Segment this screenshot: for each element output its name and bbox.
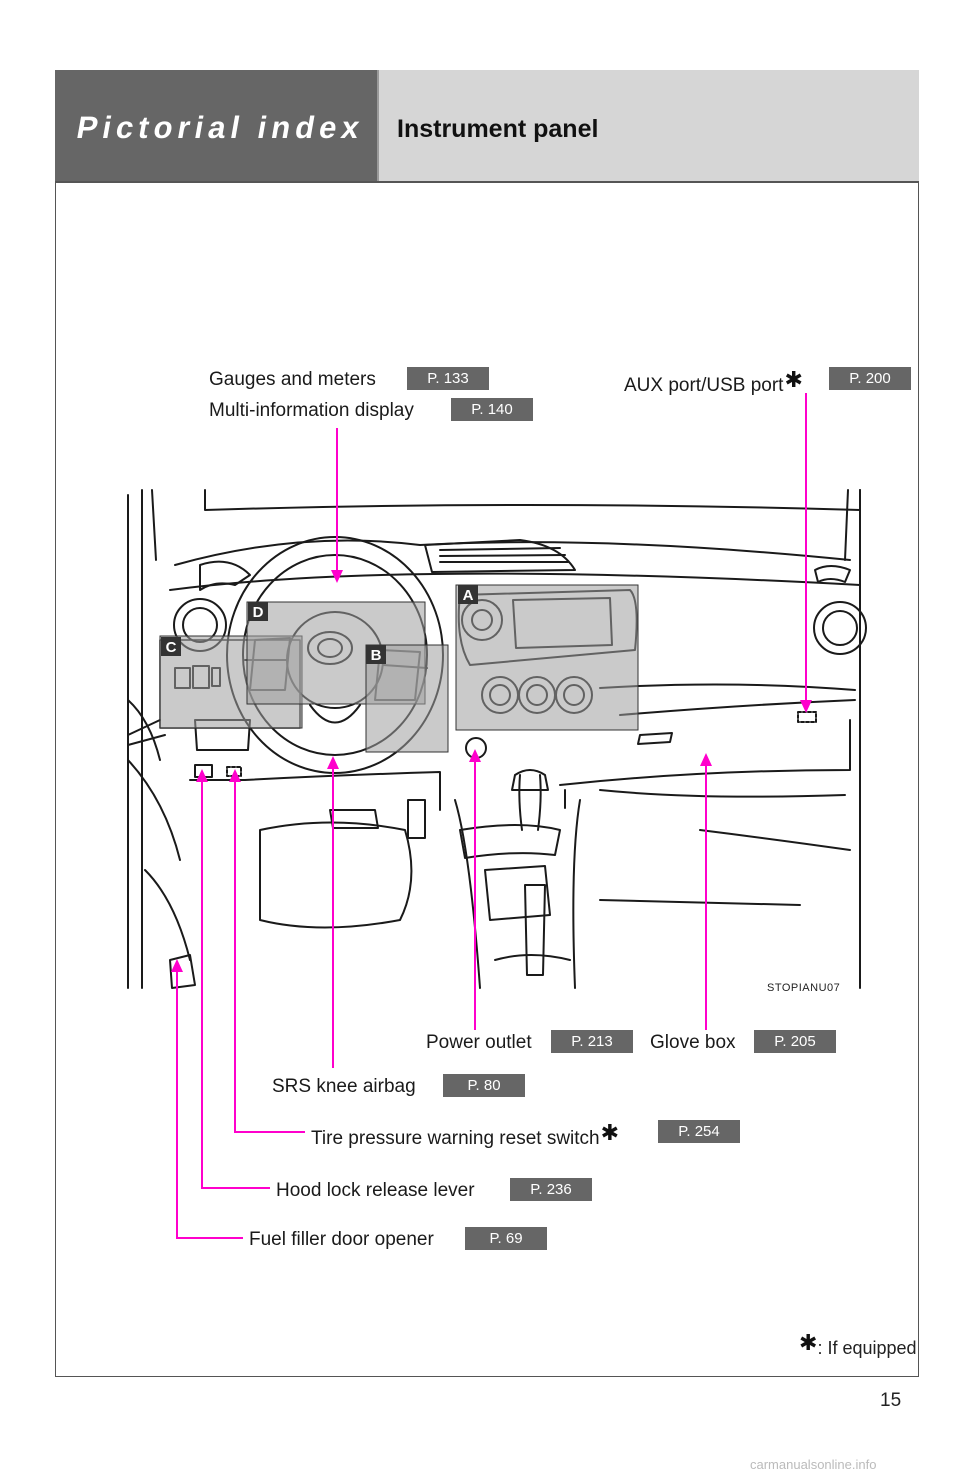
page-number: 15 (880, 1390, 902, 1411)
tire-pressure-label: Tire pressure warning reset switch✱ (311, 1120, 620, 1150)
glove-box-label: Glove box (650, 1032, 736, 1053)
leader-fuel (176, 968, 243, 1239)
srs-knee-airbag-label: SRS knee airbag (272, 1076, 416, 1097)
page-title: Instrument panel (397, 115, 599, 143)
multi-info-page-ref[interactable]: P. 140 (451, 398, 533, 421)
leader-hood (201, 778, 270, 1189)
fuel-filler-label: Fuel filler door opener (249, 1229, 434, 1250)
fuel-filler-page-ref[interactable]: P. 69 (465, 1227, 547, 1250)
if-equipped-icon: ✱ (799, 1330, 818, 1355)
aux-label: AUX port/USB port✱ (624, 367, 803, 397)
leader-tire (234, 778, 305, 1133)
region-b-marker (366, 645, 386, 664)
region-b-letter: B (371, 647, 382, 664)
glove-box-page-ref[interactable]: P. 205 (754, 1030, 836, 1053)
page-header: Instrument panel (377, 70, 919, 182)
if-equipped-icon: ✱ (600, 1120, 620, 1145)
gauges-label: Gauges and meters (209, 369, 376, 390)
region-a-letter: A (463, 587, 474, 604)
region-c-marker (161, 637, 181, 656)
watermark: carmanualsonline.info (750, 1457, 877, 1472)
region-d-marker (248, 602, 268, 621)
multi-info-label: Multi-information display (209, 400, 414, 421)
footnote-text: : If equipped (817, 1338, 917, 1358)
section-header: Pictorial index (55, 70, 377, 182)
power-outlet-page-ref[interactable]: P. 213 (551, 1030, 633, 1053)
gauges-page-ref[interactable]: P. 133 (407, 367, 489, 390)
tire-pressure-page-ref[interactable]: P. 254 (658, 1120, 740, 1143)
hood-lock-label: Hood lock release lever (276, 1180, 475, 1201)
srs-knee-airbag-page-ref[interactable]: P. 80 (443, 1074, 525, 1097)
if-equipped-icon: ✱ (784, 367, 803, 392)
left-pillar (127, 489, 157, 989)
footnote: ✱: If equipped (798, 1330, 917, 1359)
region-d-letter: D (253, 604, 264, 621)
figure-code: STOPIANU07 (767, 982, 841, 994)
region-a-overlay (455, 584, 639, 731)
hood-lock-page-ref[interactable]: P. 236 (510, 1178, 592, 1201)
region-c-letter: C (166, 639, 177, 656)
right-pillar (844, 489, 861, 989)
power-outlet-label: Power outlet (426, 1032, 532, 1053)
region-a-marker (458, 585, 478, 604)
aux-page-ref[interactable]: P. 200 (829, 367, 911, 390)
header-divider (55, 181, 919, 183)
